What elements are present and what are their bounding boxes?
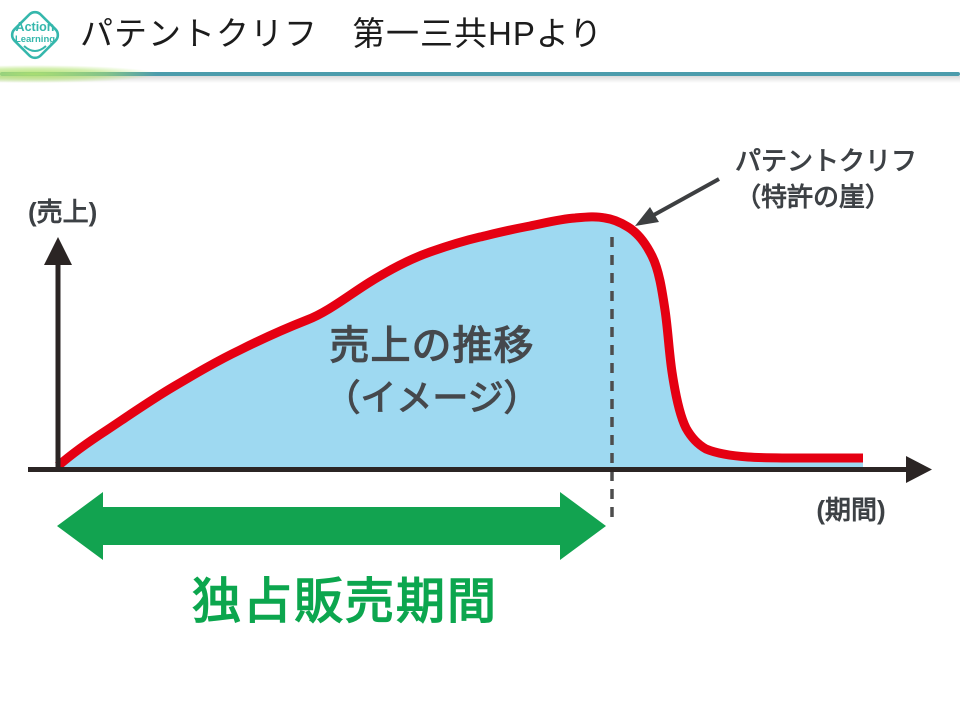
- cliff-callout-line1: パテントクリフ: [735, 146, 918, 176]
- logo-smile-curve: [23, 45, 47, 52]
- page-title: パテントクリフ 第一三共HPより: [80, 15, 604, 52]
- cliff-annotation-arrow-line: [651, 177, 720, 218]
- curve-label-line2: （イメージ）: [324, 377, 540, 418]
- cliff-callout-label: パテントクリフ （特許の崖）: [735, 143, 917, 215]
- action-learning-logo: Action Learning: [10, 10, 60, 60]
- logo-text-line2: Learning: [15, 34, 55, 45]
- exclusive-period-double-arrow: [57, 492, 606, 560]
- curve-label-line1: 売上の推移: [329, 324, 535, 368]
- cliff-callout-line2: （特許の崖）: [735, 182, 892, 212]
- logo-text-line1: Action: [16, 20, 55, 34]
- logo-diamond: [10, 10, 60, 60]
- y-axis-label: (売上): [28, 197, 98, 227]
- y-axis-line: [55, 262, 61, 468]
- title-divider: [0, 72, 960, 76]
- x-axis-line: [28, 467, 908, 472]
- cliff-annotation-arrowhead-icon: [635, 207, 659, 226]
- title-divider-shadow: [0, 76, 960, 83]
- exclusive-period-label: 独占販売期間: [191, 575, 498, 629]
- x-axis-arrowhead-icon: [906, 456, 932, 483]
- y-axis-arrowhead-icon: [44, 237, 72, 265]
- sales-area-fill: [58, 216, 863, 469]
- x-axis-label: (期間): [816, 495, 886, 525]
- curve-label: 売上の推移 （イメージ）: [297, 320, 567, 424]
- sales-curve: [55, 212, 863, 470]
